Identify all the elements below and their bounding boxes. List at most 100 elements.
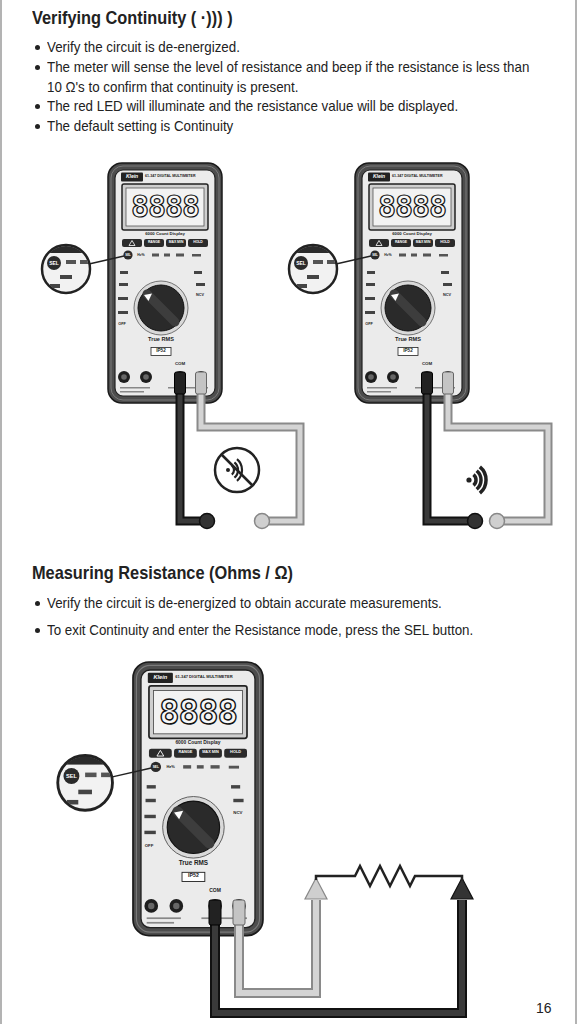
jack-label: COM <box>170 362 190 366</box>
bullet-text: To exit Continuity and enter the Resista… <box>47 620 545 640</box>
probe-plug <box>196 372 207 394</box>
page-border <box>0 0 2 1024</box>
true-rms-label: True RMS <box>131 337 191 343</box>
button-label: RANGE <box>391 241 411 244</box>
probe-tip <box>451 878 473 899</box>
true-rms-label: True RMS <box>378 337 438 343</box>
button-label: SEL <box>150 765 161 768</box>
button-label: RANGE <box>174 751 197 755</box>
resistor-circuit <box>316 866 462 886</box>
no-continuity-icon <box>215 448 259 492</box>
multimeter-drawing <box>58 662 263 936</box>
ip-rating-label: IP52 <box>151 349 171 354</box>
no-continuity-icon <box>226 468 230 472</box>
button-label: MAX MIN <box>166 241 186 244</box>
bullet-dot <box>35 601 40 606</box>
jack-label: COM <box>417 362 437 366</box>
test-lead-black <box>215 900 462 1013</box>
true-rms-label: True RMS <box>159 860 227 866</box>
probe-tip <box>468 514 483 529</box>
bullet-dot <box>35 628 40 633</box>
continuity-beep-icon <box>477 471 481 489</box>
probe-plug <box>175 372 454 925</box>
test-lead-gray <box>239 900 316 993</box>
count-display-label: 6000 Count Display <box>122 232 208 236</box>
test-lead-gray <box>448 377 548 521</box>
continuity-beep-icon <box>473 475 476 486</box>
test-lead-gray <box>201 377 300 521</box>
button-label: SEL <box>123 254 133 257</box>
function-label: OFF <box>115 323 129 327</box>
probe-plug <box>443 372 454 394</box>
multimeter: Klein61-347 DIGITAL MULTIMETER 8888 6000 C… <box>108 163 222 403</box>
button-label: HOLD <box>224 751 247 755</box>
no-continuity-icon <box>222 455 252 485</box>
model-name: 61-347 DIGITAL MULTIMETER <box>392 175 454 179</box>
test-lead-gray <box>239 900 316 993</box>
bullet-text: Verify the circuit is de-energized to ob… <box>47 593 545 613</box>
continuity-beep-icon <box>466 477 471 482</box>
function-label: Hz% <box>381 254 395 258</box>
section-heading: Measuring Resistance (Ohms / Ω) <box>32 562 293 584</box>
multimeter: Klein61-347 DIGITAL MULTIMETER 8888 6000 C… <box>355 163 469 403</box>
test-lead-gray <box>201 377 300 521</box>
no-continuity-icon <box>215 448 259 492</box>
button-label: HOLD <box>188 241 208 244</box>
test-lead-gray <box>448 377 548 521</box>
count-display-label: 6000 Count Display <box>149 741 247 746</box>
bullet-text: The default setting is Continuity <box>47 116 545 136</box>
test-lead-black <box>215 900 462 1013</box>
multimeter-drawing <box>289 163 469 403</box>
display-digits: 8888 <box>373 189 451 225</box>
multimeter: Klein61-347 DIGITAL MULTIMETER 8888 6000 C… <box>133 662 263 936</box>
probe-tip <box>305 878 327 899</box>
probe-tip <box>200 514 215 529</box>
brand-logo: Klein <box>148 675 173 681</box>
ip-rating-label: IP52 <box>182 874 205 879</box>
function-label: NCV <box>439 294 455 298</box>
brand-logo: Klein <box>368 174 390 179</box>
model-name: 61-347 DIGITAL MULTIMETER <box>145 175 207 179</box>
ip-rating-label: IP52 <box>398 349 418 354</box>
probe-plug <box>422 372 433 394</box>
probe-plug <box>233 900 245 925</box>
page-number: 16 <box>536 1000 552 1016</box>
bullet-dot <box>35 65 40 70</box>
probe-tip <box>255 514 270 529</box>
model-name: 61-347 DIGITAL MULTIMETER <box>175 676 246 680</box>
section-title: Verifying Continuity ( ·))) ) <box>32 7 233 29</box>
function-label: OFF <box>362 323 376 327</box>
bullet-text: The red LED will illuminate and the resi… <box>47 96 545 116</box>
count-display-label: 6000 Count Display <box>369 232 455 236</box>
probe-plug <box>209 900 221 925</box>
function-label: NCV <box>192 294 208 298</box>
jack-label: COM <box>204 889 227 894</box>
continuity-beep-icon <box>480 467 486 493</box>
callout-button-label: SEL <box>46 261 62 266</box>
bullet-text: Verify the circuit is de-energized. <box>47 37 545 57</box>
bullet-dot <box>35 45 40 50</box>
bullet-text: The meter will sense the level of resist… <box>47 57 545 97</box>
brand-logo: Klein <box>121 174 143 179</box>
probe-tip <box>490 514 505 529</box>
button-label: MAX MIN <box>413 241 433 244</box>
button-label: MAX MIN <box>199 751 222 755</box>
display-digits: 8888 <box>154 692 243 733</box>
button-label: HOLD <box>435 241 455 244</box>
display-digits: 8888 <box>126 189 204 225</box>
probe-plug <box>175 372 186 394</box>
continuity-beep-icon <box>466 467 486 493</box>
test-lead-gray <box>201 377 548 993</box>
button-label: SEL <box>370 254 380 257</box>
test-lead-black <box>180 377 475 1013</box>
bullet-dot <box>35 124 40 129</box>
function-label: NCV <box>229 811 247 815</box>
callout-button-label: SEL <box>62 773 80 779</box>
resistor-circuit <box>316 866 462 886</box>
function-label: OFF <box>141 844 157 848</box>
function-label: Hz% <box>163 765 179 769</box>
button-label: RANGE <box>144 241 164 244</box>
